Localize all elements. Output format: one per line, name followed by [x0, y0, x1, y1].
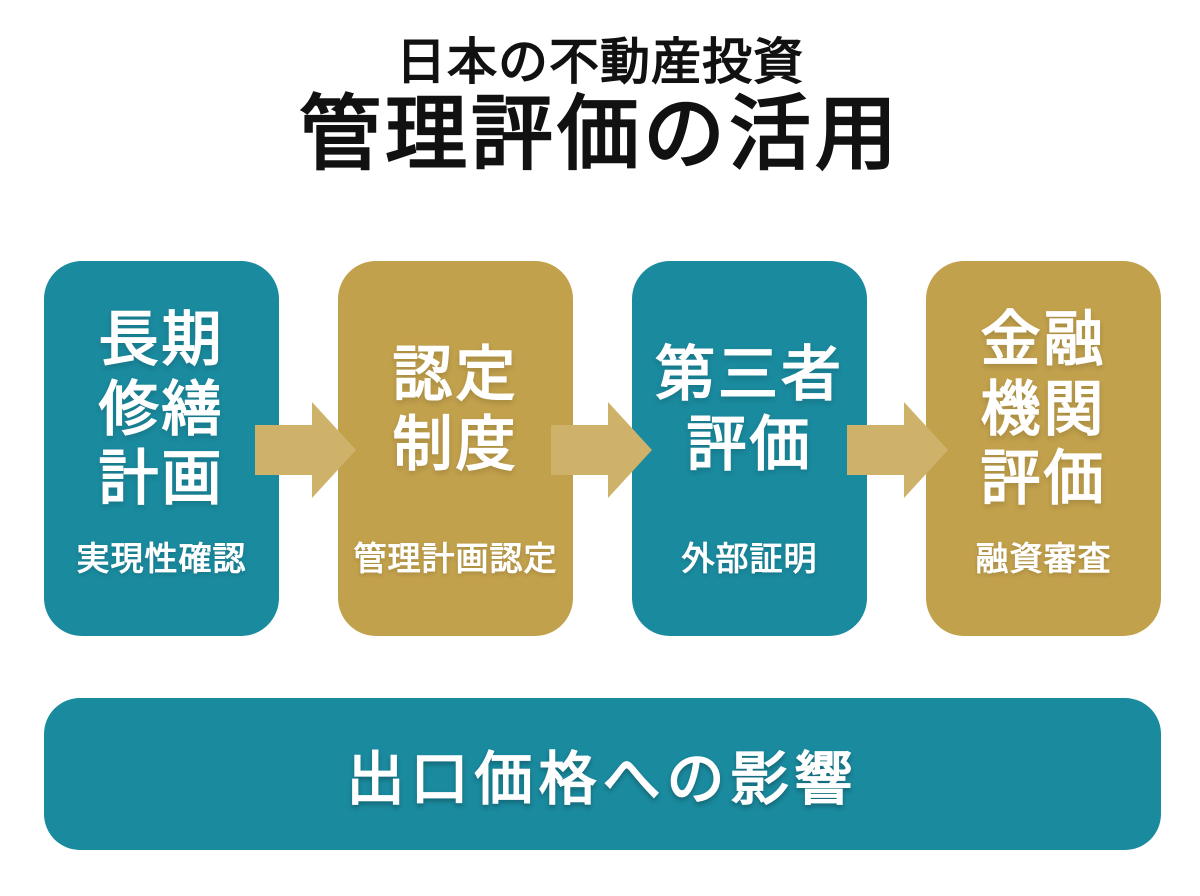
step-title-line: 金融	[980, 306, 1107, 374]
arrow-head	[608, 402, 652, 498]
arrow-right-icon	[255, 402, 356, 498]
step-title-line: 評価	[686, 410, 813, 478]
step-subtitle: 実現性確認	[76, 540, 247, 577]
arrow-tail	[255, 425, 313, 475]
step-title: 長期 修繕 計画	[44, 261, 279, 532]
step-subtitle: 融資審査	[975, 540, 1112, 577]
step-box-long-term-repair-plan: 長期 修繕 計画 実現性確認	[44, 261, 279, 636]
title-block: 日本の不動産投資 管理評価の活用	[0, 0, 1200, 176]
arrow-head	[904, 402, 948, 498]
step-title-line: 認定	[392, 340, 519, 408]
step-title: 金融 機関 評価	[926, 261, 1161, 532]
arrow-right-icon	[847, 402, 948, 498]
arrow-tail	[551, 425, 609, 475]
step-title: 認定 制度	[338, 261, 573, 532]
step-title-line: 制度	[392, 410, 519, 478]
step-subtitle: 外部証明	[681, 540, 818, 577]
outcome-bar: 出口価格への影響	[44, 698, 1161, 850]
arrow-tail	[847, 425, 905, 475]
page-title: 管理評価の活用	[298, 89, 901, 180]
step-title-line: 機関	[980, 375, 1107, 443]
step-title: 第三者 評価	[632, 261, 867, 532]
step-box-financial-institution-evaluation: 金融 機関 評価 融資審査	[926, 261, 1161, 636]
step-box-certification-system: 認定 制度 管理計画認定	[338, 261, 573, 636]
step-box-third-party-evaluation: 第三者 評価 外部証明	[632, 261, 867, 636]
supertitle: 日本の不動産投資	[396, 34, 804, 90]
step-title-line: 計画	[98, 445, 225, 513]
step-subtitle: 管理計画認定	[353, 540, 558, 577]
step-title-line: 評価	[980, 445, 1107, 513]
step-title-line: 修繕	[98, 375, 225, 443]
step-title-line: 第三者	[655, 340, 844, 408]
arrow-head	[312, 402, 356, 498]
outcome-label: 出口価格への影響	[346, 747, 859, 812]
step-title-line: 長期	[98, 306, 225, 374]
arrow-right-icon	[551, 402, 652, 498]
